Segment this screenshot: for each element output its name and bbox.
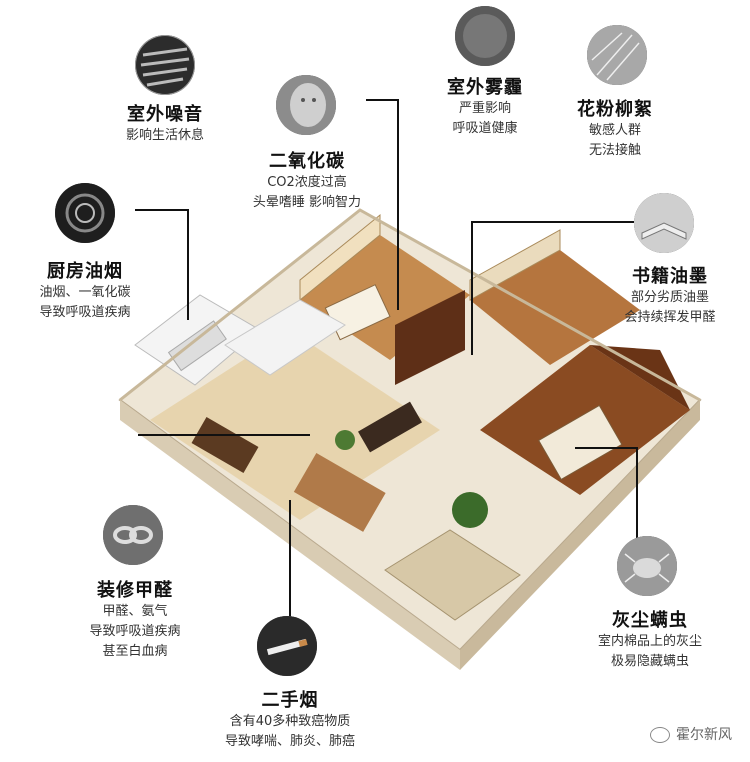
rug [293,452,386,532]
watermark: 霍尔新风 [650,724,732,744]
bookshelf [395,290,465,385]
speaker-grille-icon [135,35,195,95]
callout-title: 二氧化碳 [269,151,345,172]
callout-desc-line: 影响生活休息 [125,128,204,143]
dining-table [191,417,259,473]
leader-mites [575,447,638,548]
callout-title: 灰尘螨虫 [612,610,688,631]
chain-icon [103,505,163,565]
leader-books [471,221,640,355]
pollen-icon [587,25,647,85]
wechat-icon [650,727,670,743]
callout-title: 室外雾霾 [447,77,523,98]
master-headboard [590,345,690,410]
callout-noise: 室外噪音 影响生活休息 [105,100,225,146]
callout-desc-line: 严重影响 [458,101,511,116]
callout-title: 二手烟 [261,690,319,711]
bed-2 [538,404,623,481]
callout-desc-line: 室内棉品上的灰尘 [597,634,702,649]
plant-small [335,430,355,450]
callout-desc-line: 甲醛、氨气 [102,604,168,619]
watermark-text: 霍尔新风 [676,727,732,743]
callout-title: 装修甲醛 [97,580,173,601]
callout-title: 花粉柳絮 [577,99,653,120]
callout-desc-line: 导致哮喘、肺炎、肺癌 [224,734,355,749]
callout-desc-line: 会持续挥发甲醛 [624,310,716,325]
callout-desc-line: 头晕嗜睡 影响智力 [252,195,362,210]
cigarette-icon [257,616,317,676]
callout-desc-line: 呼吸道健康 [452,121,518,136]
callout-co2: 二氧化碳 CO2浓度过高 头晕嗜睡 影响智力 [232,147,382,213]
callout-formaldehyde: 装修甲醛 甲醛、氨气 导致呼吸道疾病 甚至白血病 [60,576,210,662]
balcony-floor [384,529,521,621]
slab-edge-right [460,400,700,670]
study-floor [470,250,640,365]
callout-desc-line: 导致呼吸道疾病 [89,624,181,639]
gas-burner-icon [55,183,115,243]
callout-desc-line: 无法接触 [588,143,641,158]
callout-desc-line: 含有40多种致癌物质 [229,714,351,729]
callout-pollen: 花粉柳絮 敏感人群 无法接触 [560,95,670,161]
leader-co2 [366,99,399,310]
callout-desc-line: 极易隐藏螨虫 [610,654,689,669]
callout-title: 书籍油墨 [632,266,708,287]
callout-desc-line: 敏感人群 [588,123,641,138]
callout-desc-line: 油烟、一氧化碳 [39,285,131,300]
callout-smoke: 二手烟 含有40多种致癌物质 导致哮喘、肺炎、肺癌 [200,686,380,752]
smog-icon [455,6,515,66]
outer-wall [119,208,701,402]
book-icon [634,193,694,253]
bedroom-wall [299,213,381,302]
kitchen-counter [167,320,227,372]
callout-title: 室外噪音 [127,104,203,125]
callout-desc-line: 导致呼吸道疾病 [39,305,131,320]
callout-haze: 室外雾霾 严重影响 呼吸道健康 [430,73,540,139]
callout-kitchen: 厨房油烟 油烟、一氧化碳 导致呼吸道疾病 [10,257,160,323]
living-floor [150,330,440,520]
leader-kitchen [135,209,189,320]
callout-desc-line: CO2浓度过高 [267,175,347,190]
dust-mite-icon [617,536,677,596]
plant [452,492,488,528]
callout-desc-line: 甚至白血病 [102,644,168,659]
face-icon [276,75,336,135]
callout-books: 书籍油墨 部分劣质油墨 会持续挥发甲醛 [595,262,745,328]
callout-title: 厨房油烟 [47,261,123,282]
tv-cabinet [358,401,422,453]
callout-mites: 灰尘螨虫 室内棉品上的灰尘 极易隐藏螨虫 [570,606,730,672]
bathroom-floor [224,299,346,376]
callout-desc-line: 部分劣质油墨 [630,290,709,305]
